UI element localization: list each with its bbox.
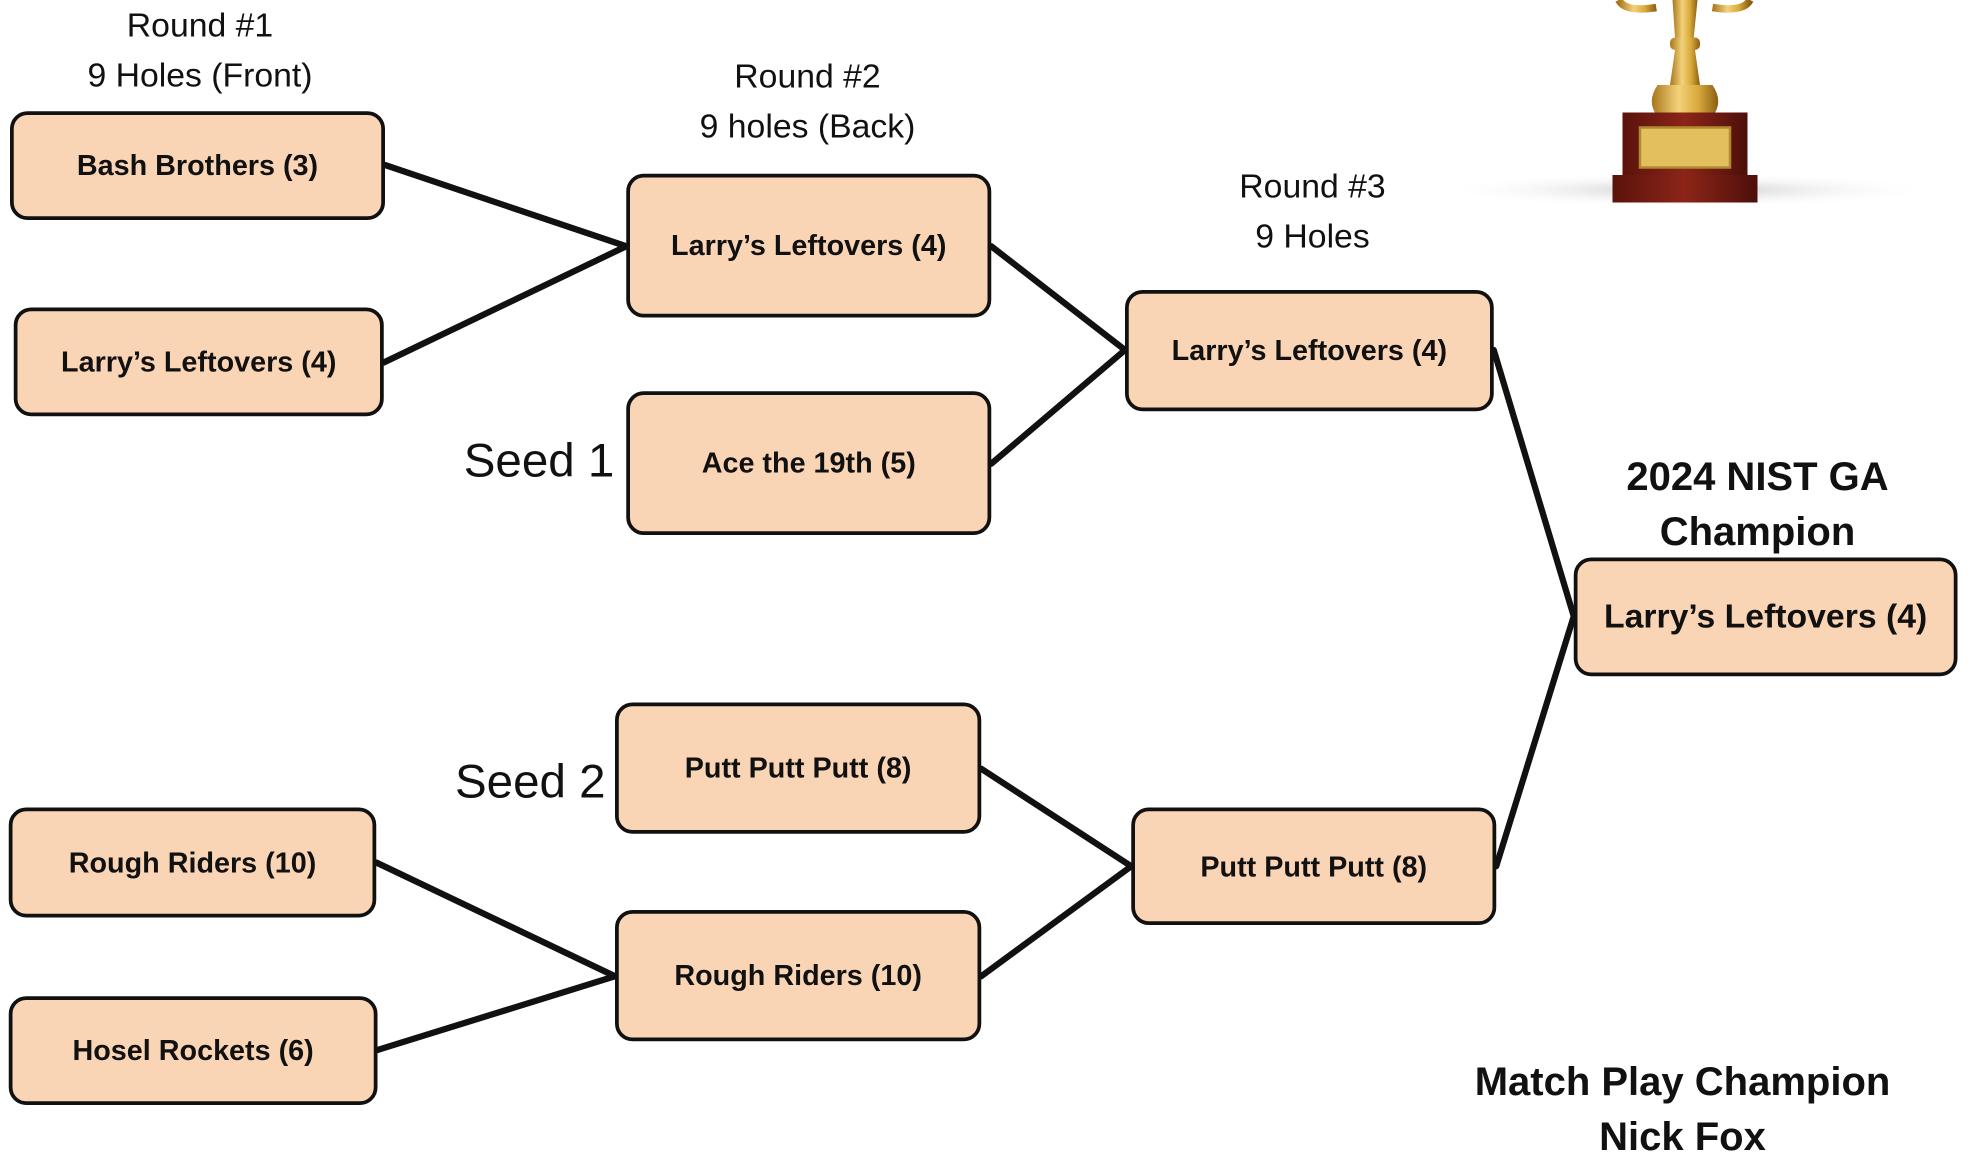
connector-r2-rough (978, 863, 1135, 980)
seed-2-label: Seed 2 (455, 756, 606, 809)
team-box-r2-ace-the-19th: Ace the 19th (5) (626, 391, 992, 535)
round-1-name: Round #1 (126, 6, 274, 44)
round-3-name: Round #3 (1239, 167, 1386, 206)
round-3-holes: 9 Holes (1255, 217, 1370, 256)
match-play-line1: Match Play Champion (1474, 1058, 1891, 1104)
round-3-header: Round #3 9 Holes (1188, 161, 1438, 261)
round-1-holes: 9 Holes (Front) (87, 56, 313, 94)
team-box-r3-larrys-leftovers: Larry’s Leftovers (4) (1125, 290, 1494, 412)
connector-r1-bash (381, 161, 630, 250)
connector-r2-larrys (988, 243, 1129, 354)
champion-title-line1: 2024 NIST GA (1626, 453, 1889, 499)
team-box-r2-larrys-leftovers: Larry’s Leftovers (4) (626, 173, 992, 318)
team-box-r1-bash-brothers: Bash Brothers (3) (10, 111, 385, 220)
team-box-champion: Larry’s Leftovers (4) (1573, 557, 1958, 677)
connector-r3-putt (1493, 613, 1577, 870)
team-box-r3-putt-putt-putt: Putt Putt Putt (8) (1131, 807, 1497, 925)
connector-r2-putt (978, 765, 1135, 870)
champion-title: 2024 NIST GA Champion (1570, 449, 1945, 559)
champion-title-line2: Champion (1659, 508, 1856, 554)
team-box-r1-rough-riders: Rough Riders (10) (8, 807, 377, 918)
match-play-champion: Match Play Champion Nick Fox (1458, 1054, 1908, 1164)
connector-r1-larrys (380, 243, 630, 366)
connector-r1-hosel (374, 973, 619, 1054)
team-box-r2-putt-putt-putt: Putt Putt Putt (8) (615, 702, 982, 834)
team-box-r2-rough-riders: Rough Riders (10) (615, 910, 982, 1042)
round-2-header: Round #2 9 holes (Back) (658, 51, 958, 151)
round-2-holes: 9 holes (Back) (699, 107, 916, 146)
match-play-line2: Nick Fox (1599, 1113, 1766, 1159)
round-1-header: Round #1 9 Holes (Front) (50, 0, 350, 100)
connector-r2-ace (988, 346, 1129, 467)
trophy-icon (1437, 0, 1938, 208)
team-box-r1-larrys-leftovers: Larry’s Leftovers (4) (13, 307, 384, 417)
round-2-name: Round #2 (734, 57, 881, 96)
team-box-r1-hosel-rockets: Hosel Rockets (6) (8, 996, 378, 1105)
connector-r1-rough (373, 859, 619, 980)
seed-1-label: Seed 1 (463, 435, 615, 488)
connector-r3-larrys (1490, 346, 1577, 620)
